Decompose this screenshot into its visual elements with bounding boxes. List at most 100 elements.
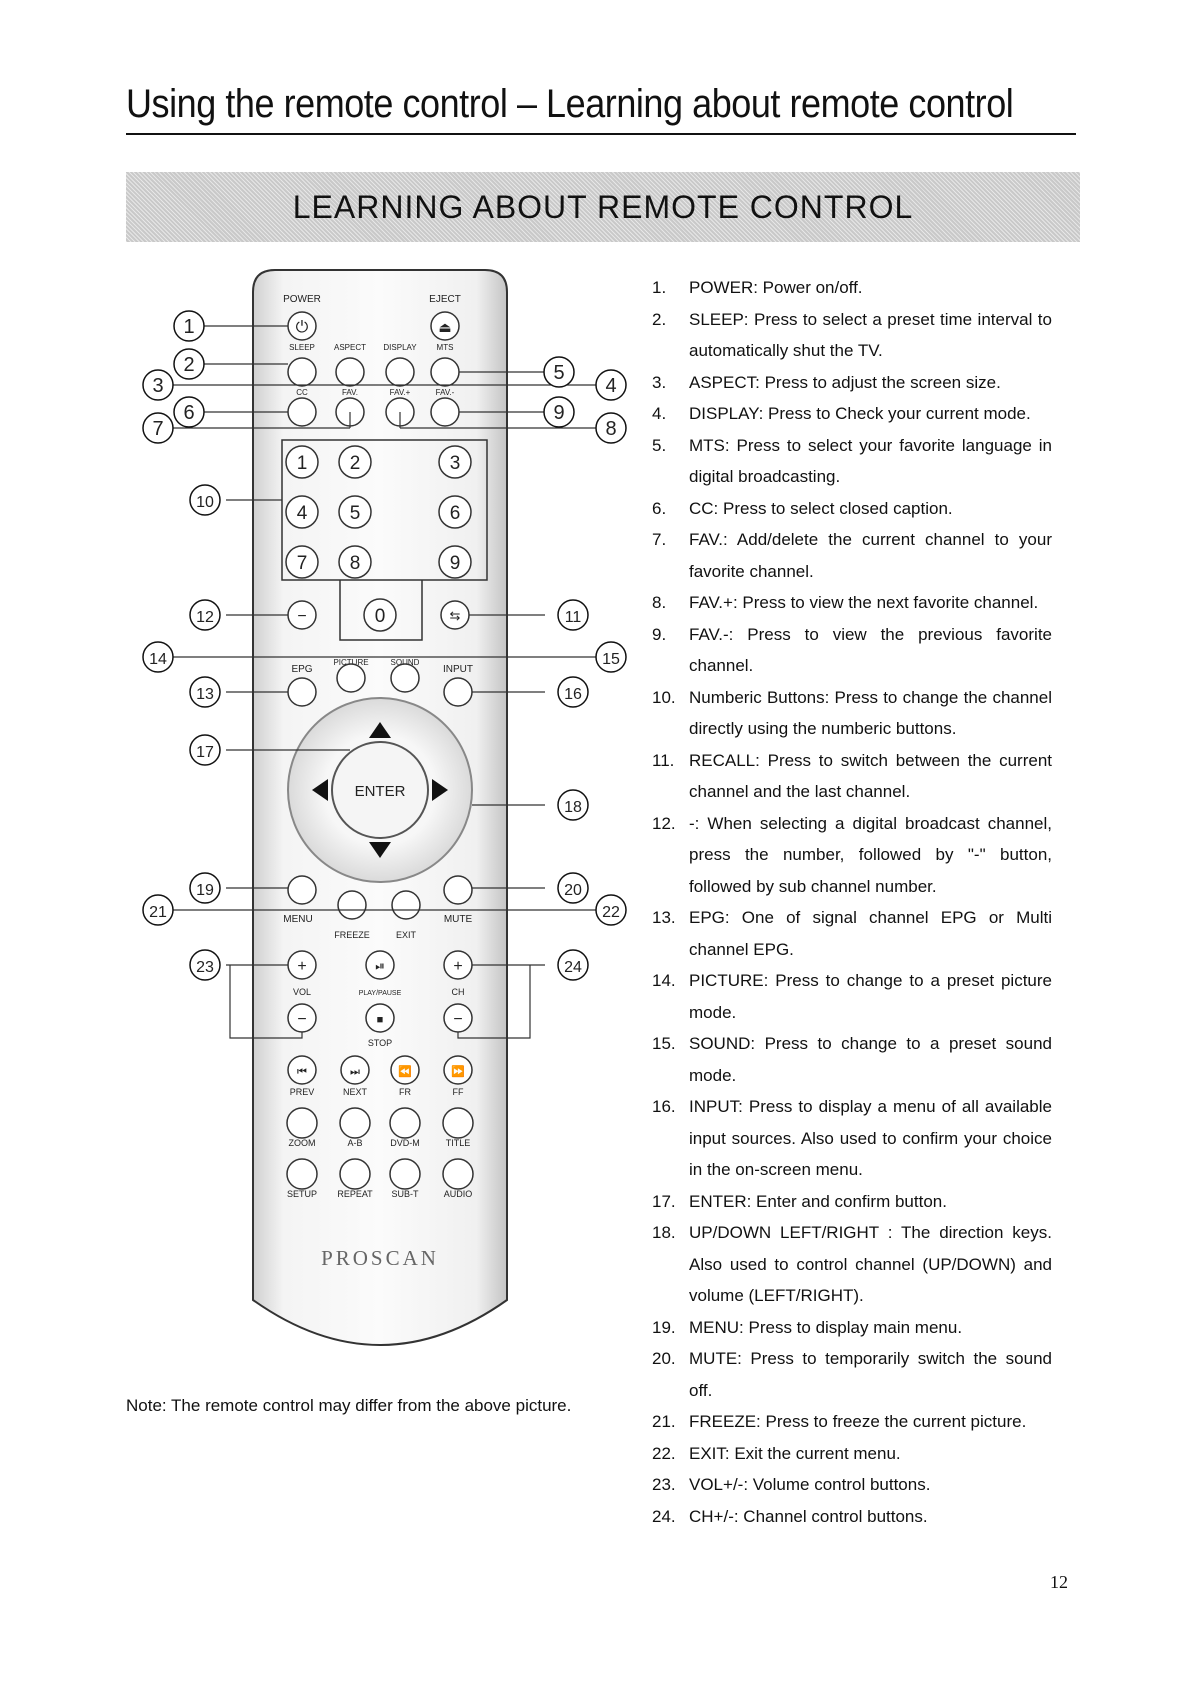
item-number: 1. <box>652 278 667 297</box>
digit-label: 4 <box>297 503 308 524</box>
digit-8-button <box>438 545 472 579</box>
stop-icon: ■ <box>377 1014 384 1026</box>
description-item: 9.FAV.-: Press to view the previous favo… <box>652 619 1052 682</box>
page-title: Using the remote control – Learning abou… <box>126 82 1014 126</box>
repeat-button <box>339 1158 371 1190</box>
item-text: POWER: Power on/off. <box>689 278 863 297</box>
item-text: FAV.+: Press to view the next favorite c… <box>689 593 1039 612</box>
callout-number: 20 <box>564 882 582 899</box>
digit-0-button <box>285 445 319 479</box>
item-number: 14. <box>652 971 676 990</box>
item-text: EXIT: Exit the current menu. <box>689 1443 901 1463</box>
callout-marker <box>189 676 221 708</box>
rewind-icon: ⏪ <box>398 1065 412 1078</box>
ff-label: FF <box>453 1087 464 1097</box>
digit-label: 9 <box>450 553 461 574</box>
description-item: 3.ASPECT: Press to adjust the screen siz… <box>652 367 1052 399</box>
callout-number: 13 <box>196 686 214 703</box>
description-item: 22. EXIT: Exit the current menu. <box>652 1438 1052 1470</box>
right-arrow-icon <box>432 779 448 801</box>
callout-marker <box>189 949 221 981</box>
callout-marker <box>142 412 174 444</box>
callout-number: 5 <box>553 362 564 384</box>
callout-number: 12 <box>196 609 214 626</box>
fr-label: FR <box>399 1087 411 1097</box>
sound-label: SOUND <box>391 658 420 667</box>
fav-label: FAV. <box>342 388 358 397</box>
digit-label: 2 <box>350 453 361 474</box>
digit-label: 0 <box>375 606 386 627</box>
description-item: 21.FREEZE: Press to freeze the current p… <box>652 1406 1052 1438</box>
audio-label: AUDIO <box>444 1189 473 1199</box>
picture-button <box>336 663 366 693</box>
aspect-label: ASPECT <box>334 343 366 352</box>
description-item: 2.SLEEP: Press to select a preset time i… <box>652 304 1052 367</box>
eject-label: EJECT <box>429 294 461 305</box>
callout-number: 6 <box>183 402 194 424</box>
down-arrow-icon <box>369 842 391 858</box>
next-label: NEXT <box>343 1087 368 1097</box>
callout-number: 24 <box>564 959 582 976</box>
callout-marker <box>189 484 221 516</box>
menu-button <box>287 875 317 905</box>
aspect-button <box>335 357 365 387</box>
item-number: 3. <box>652 372 667 392</box>
item-number: 12. <box>652 813 676 833</box>
callout-number: 19 <box>196 882 214 899</box>
fav-plus-label: FAV.+ <box>390 388 411 397</box>
item-number: 6. <box>652 498 667 518</box>
item-text: DISPLAY: Press to Check your current mod… <box>689 404 1031 423</box>
callout-marker <box>142 894 174 926</box>
item-text: MUTE: Press to temporarily switch the so… <box>689 1349 1052 1400</box>
sleep-label: SLEEP <box>289 343 315 352</box>
exit-button <box>391 890 421 920</box>
item-number: 17. <box>652 1191 676 1211</box>
callout-number: 10 <box>196 494 214 511</box>
description-item: 12.-: When selecting a digital broadcast… <box>652 808 1052 903</box>
callout-marker <box>142 369 174 401</box>
item-number: 13. <box>652 908 676 927</box>
mts-label: MTS <box>437 343 454 352</box>
zoom-label: ZOOM <box>289 1138 316 1148</box>
vol-minus-icon: − <box>297 1011 306 1028</box>
callout-marker <box>543 356 575 388</box>
item-number: 22. <box>652 1443 676 1463</box>
callout-marker <box>595 894 627 926</box>
digit-6-button <box>285 545 319 579</box>
description-item: 7.FAV.: Add/delete the current channel t… <box>652 524 1052 587</box>
digit-label: 1 <box>297 453 308 474</box>
item-text: MENU: Press to display main menu. <box>689 1317 963 1337</box>
callout-number: 3 <box>152 375 163 397</box>
power-label: POWER <box>283 294 321 305</box>
callout-marker <box>595 369 627 401</box>
digit-3-button <box>285 495 319 529</box>
callout-marker <box>173 396 205 428</box>
callout-number: 8 <box>605 418 616 440</box>
callout-number: 22 <box>602 904 620 921</box>
item-text: SLEEP: Press to select a preset time int… <box>689 309 1052 361</box>
input-button <box>443 677 473 707</box>
description-item: 14.PICTURE: Press to change to a preset … <box>652 965 1052 1028</box>
repeat-label: REPEAT <box>337 1189 373 1199</box>
callout-number: 9 <box>553 402 564 424</box>
prev-button <box>287 1055 317 1085</box>
callout-number: 16 <box>564 686 582 703</box>
fav-minus-button <box>430 397 460 427</box>
exit-label: EXIT <box>396 930 417 940</box>
play-pause-icon: ⏯ <box>375 959 385 973</box>
ch-label: CH <box>452 987 465 997</box>
item-text: Numberic Buttons: Press to change the ch… <box>689 687 1052 739</box>
section-banner: LEARNING ABOUT REMOTE CONTROL <box>126 172 1080 242</box>
left-arrow-icon <box>312 779 328 801</box>
sound-button <box>390 663 420 693</box>
callout-leader-lines <box>173 325 597 1039</box>
button-descriptions: 1. POWER: Power on/off. 2.SLEEP: Press to … <box>652 272 1052 1532</box>
item-text: UP/DOWN LEFT/RIGHT : The direction keys.… <box>689 1223 1052 1305</box>
mts-button <box>430 357 460 387</box>
title-button <box>442 1107 474 1139</box>
ch-plus-icon: + <box>453 958 462 975</box>
callout-number: 4 <box>605 375 616 397</box>
enter-label: ENTER <box>355 783 406 800</box>
description-item: 18.UP/DOWN LEFT/RIGHT : The direction ke… <box>652 1217 1052 1312</box>
description-item: 23.VOL+/-: Volume control buttons. <box>652 1469 1052 1501</box>
